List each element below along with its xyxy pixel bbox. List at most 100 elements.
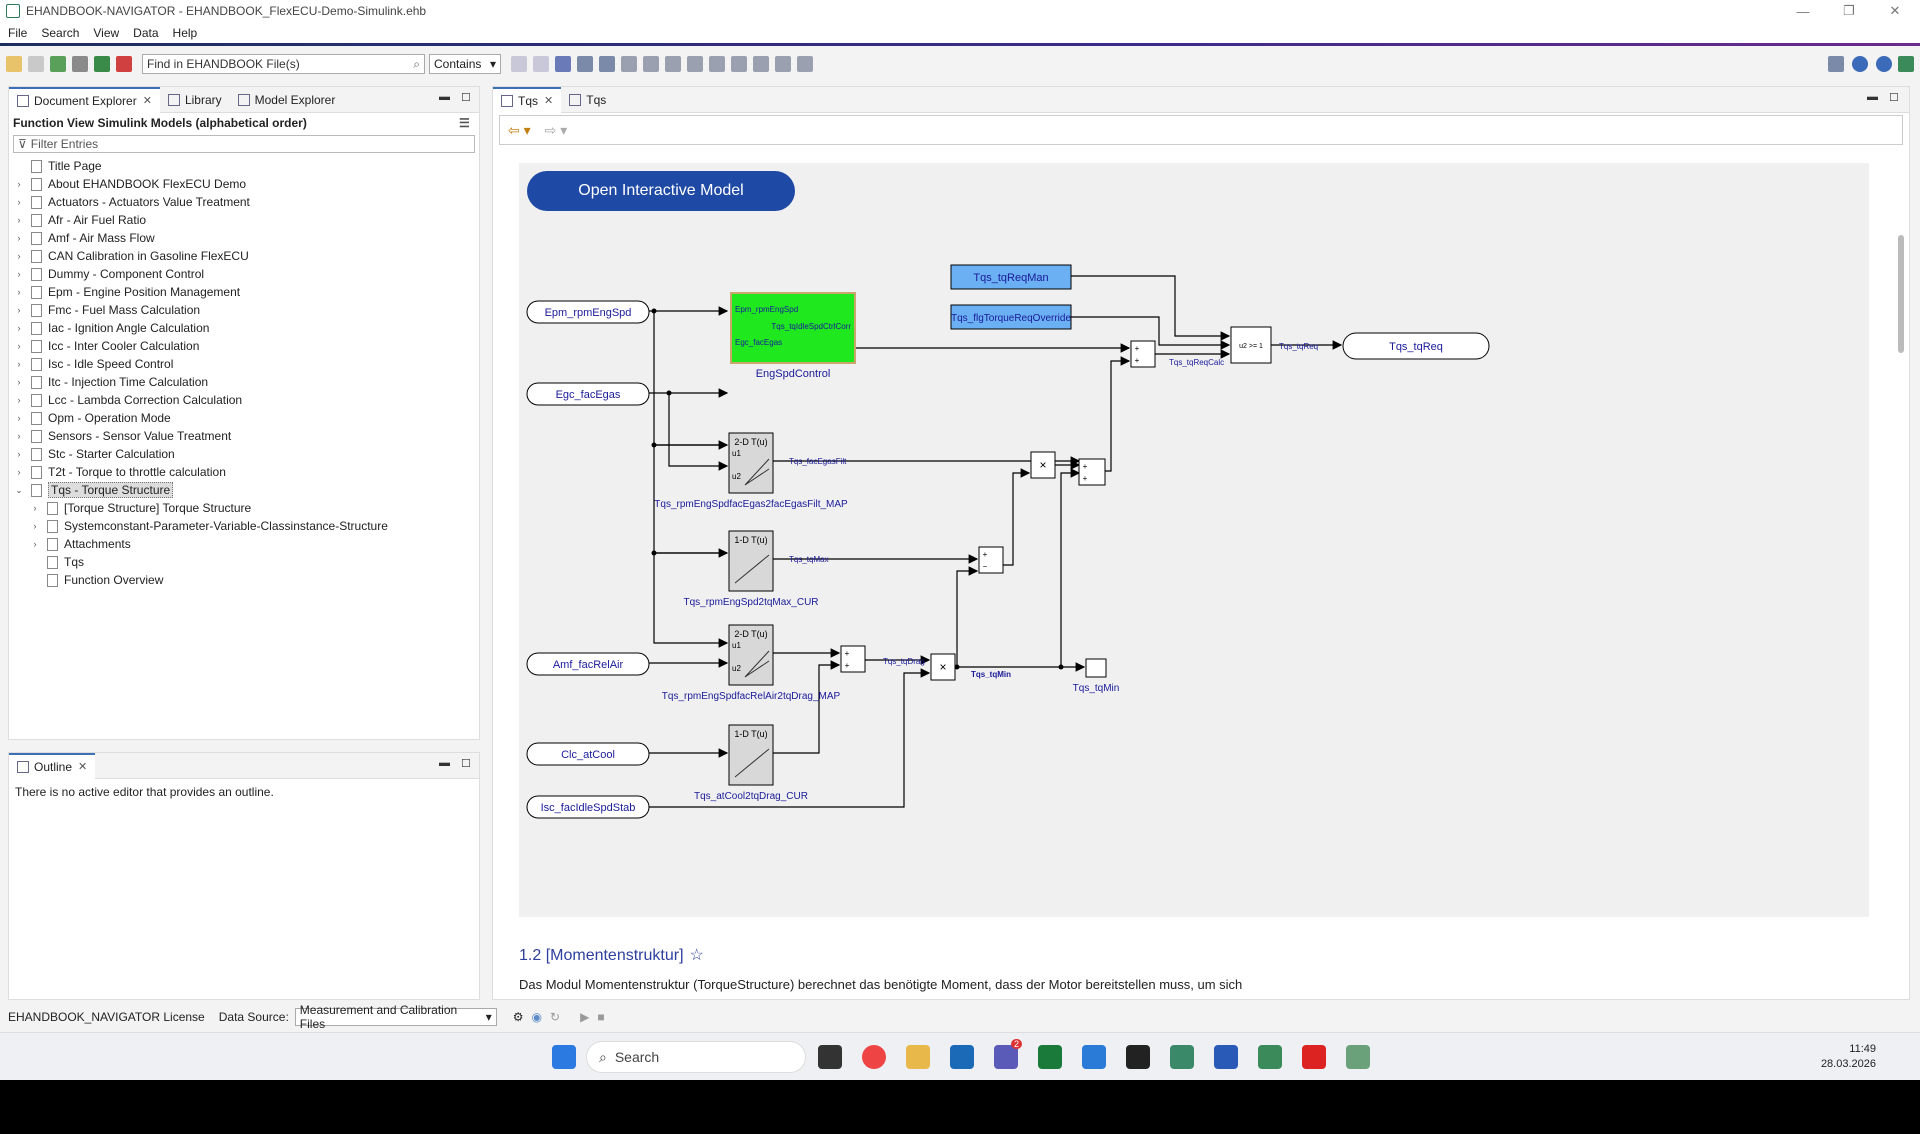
menu-help[interactable]: Help (172, 26, 198, 40)
expand-chevron-icon[interactable]: › (33, 521, 37, 531)
tree-item[interactable]: ›Icc - Inter Cooler Calculation (9, 337, 479, 355)
tree-item[interactable]: ›Attachments (9, 535, 479, 553)
expand-chevron-icon[interactable]: › (17, 179, 21, 189)
search-icon[interactable]: ⌕ (413, 56, 420, 71)
expand-chevron-icon[interactable]: › (17, 449, 21, 459)
tree-item[interactable]: ›Opm - Operation Mode (9, 409, 479, 427)
arrow-up-icon[interactable] (533, 56, 549, 72)
menu-view[interactable]: View (93, 26, 120, 40)
tab-tqs-document[interactable]: Tqs ✕ (493, 86, 562, 113)
windows-start-icon[interactable] (552, 1045, 576, 1069)
back-arrow-icon[interactable]: ⇦ ▾ (508, 121, 531, 138)
expand-chevron-icon[interactable]: › (17, 215, 21, 225)
filter-input[interactable]: ⊽ Filter Entries (13, 135, 475, 153)
minimize-panel-icon[interactable]: ▬ (439, 91, 450, 103)
chrome-icon[interactable] (862, 1045, 886, 1069)
tree-item[interactable]: ›Afr - Air Fuel Ratio (9, 211, 479, 229)
expand-chevron-icon[interactable]: › (17, 431, 21, 441)
close-icon[interactable]: ✕ (78, 761, 88, 773)
tool-icon-10[interactable] (775, 56, 791, 72)
excel-icon[interactable] (1038, 1045, 1062, 1069)
expand-chevron-icon[interactable]: › (17, 287, 21, 297)
tab-document-explorer[interactable]: Document Explorer ✕ (9, 86, 160, 113)
tree-item[interactable]: ›Fmc - Fuel Mass Calculation (9, 301, 479, 319)
tree-item[interactable]: ›Amf - Air Mass Flow (9, 229, 479, 247)
expand-chevron-icon[interactable]: › (17, 269, 21, 279)
menu-search[interactable]: Search (41, 26, 80, 40)
close-icon[interactable]: ✕ (142, 95, 152, 107)
pdf-icon[interactable] (116, 56, 132, 72)
tree-item[interactable]: ›Iac - Ignition Angle Calculation (9, 319, 479, 337)
word-icon[interactable] (1214, 1045, 1238, 1069)
scrollbar-thumb[interactable] (1898, 235, 1904, 353)
system-clock[interactable]: 11:49 28.03.2026 (1820, 1043, 1876, 1070)
tool-icon-8[interactable] (731, 56, 747, 72)
open-interactive-model-button[interactable]: Open Interactive Model (527, 171, 795, 211)
tree-item[interactable]: ›About EHANDBOOK FlexECU Demo (9, 175, 479, 193)
notepad-icon[interactable] (1170, 1045, 1194, 1069)
tree-item[interactable]: ⌄Tqs - Torque Structure (9, 481, 479, 499)
tool-icon-1[interactable] (577, 56, 593, 72)
tree-item[interactable]: ›Isc - Idle Speed Control (9, 355, 479, 373)
tab-tqs-model[interactable]: Tqs (561, 87, 614, 113)
minimize-button[interactable]: — (1796, 3, 1810, 19)
expand-chevron-icon[interactable]: › (33, 503, 37, 513)
gear-icon[interactable]: ⚙ (512, 1010, 524, 1024)
tree-item[interactable]: ›Itc - Injection Time Calculation (9, 373, 479, 391)
view-menu-icon[interactable]: ☰ (459, 116, 470, 130)
play-icon[interactable]: ▶ (580, 1010, 590, 1024)
expand-chevron-icon[interactable]: › (17, 377, 21, 387)
menu-file[interactable]: File (8, 26, 28, 40)
tool-icon-5[interactable] (665, 56, 681, 72)
menu-data[interactable]: Data (133, 26, 159, 40)
app-perspective-icon[interactable] (1898, 56, 1914, 72)
tree-item[interactable]: ›Dummy - Component Control (9, 265, 479, 283)
tool-icon-11[interactable] (797, 56, 813, 72)
save-icon[interactable] (28, 56, 44, 72)
sync-icon[interactable] (1852, 56, 1868, 72)
tree-item[interactable]: Title Page (9, 157, 479, 175)
tool-icon-4[interactable] (643, 56, 659, 72)
expand-chevron-icon[interactable]: ⌄ (15, 484, 23, 495)
expand-chevron-icon[interactable]: › (33, 539, 37, 549)
datasource-dropdown[interactable]: Measurement and Calibration Files▾ (294, 1003, 497, 1031)
maximize-panel-icon[interactable]: ☐ (461, 92, 471, 104)
expand-chevron-icon[interactable]: › (17, 251, 21, 261)
expand-chevron-icon[interactable]: › (17, 197, 21, 207)
maximize-panel-icon[interactable]: ☐ (461, 758, 471, 770)
taskbar-search[interactable]: ⌕ Search (586, 1041, 806, 1073)
tool-icon-9[interactable] (753, 56, 769, 72)
tool-icon-7[interactable] (709, 56, 725, 72)
tree-item[interactable]: Function Overview (9, 571, 479, 589)
close-icon[interactable]: ✕ (544, 95, 554, 107)
minimize-panel-icon[interactable]: ▬ (1867, 91, 1878, 103)
help-icon[interactable] (1876, 56, 1892, 72)
restore-button[interactable]: ❐ (1843, 3, 1855, 18)
expand-chevron-icon[interactable]: › (17, 323, 21, 333)
tree-item[interactable]: ›T2t - Torque to throttle calculation (9, 463, 479, 481)
tree-item[interactable]: ›Epm - Engine Position Management (9, 283, 479, 301)
task-view-icon[interactable] (818, 1045, 842, 1069)
expand-chevron-icon[interactable]: › (17, 341, 21, 351)
ehandbook-app-icon[interactable] (1346, 1045, 1370, 1069)
tool-icon-6[interactable] (687, 56, 703, 72)
ehandbook-icon[interactable] (1258, 1045, 1282, 1069)
tab-outline[interactable]: Outline ✕ (9, 752, 96, 779)
expand-chevron-icon[interactable]: › (17, 359, 21, 369)
outlook-icon[interactable] (950, 1045, 974, 1069)
file-explorer-icon[interactable] (906, 1045, 930, 1069)
expand-chevron-icon[interactable]: › (17, 305, 21, 315)
tree-item[interactable]: Tqs (9, 553, 479, 571)
tree-item[interactable]: ›[Torque Structure] Torque Structure (9, 499, 479, 517)
tree-item[interactable]: ›Sensors - Sensor Value Treatment (9, 427, 479, 445)
perspective-icon[interactable] (1828, 56, 1844, 72)
tool-icon-2[interactable] (599, 56, 615, 72)
contains-dropdown[interactable]: Contains▾ (429, 54, 501, 74)
tree-item[interactable]: ›Lcc - Lambda Correction Calculation (9, 391, 479, 409)
maximize-panel-icon[interactable]: ☐ (1889, 92, 1899, 104)
minimize-panel-icon[interactable]: ▬ (439, 757, 450, 769)
tree-item[interactable]: ›Actuators - Actuators Value Treatment (9, 193, 479, 211)
tree-item[interactable]: ›CAN Calibration in Gasoline FlexECU (9, 247, 479, 265)
vertical-scrollbar[interactable] (1895, 145, 1907, 999)
stop-icon[interactable]: ■ (597, 1010, 605, 1024)
